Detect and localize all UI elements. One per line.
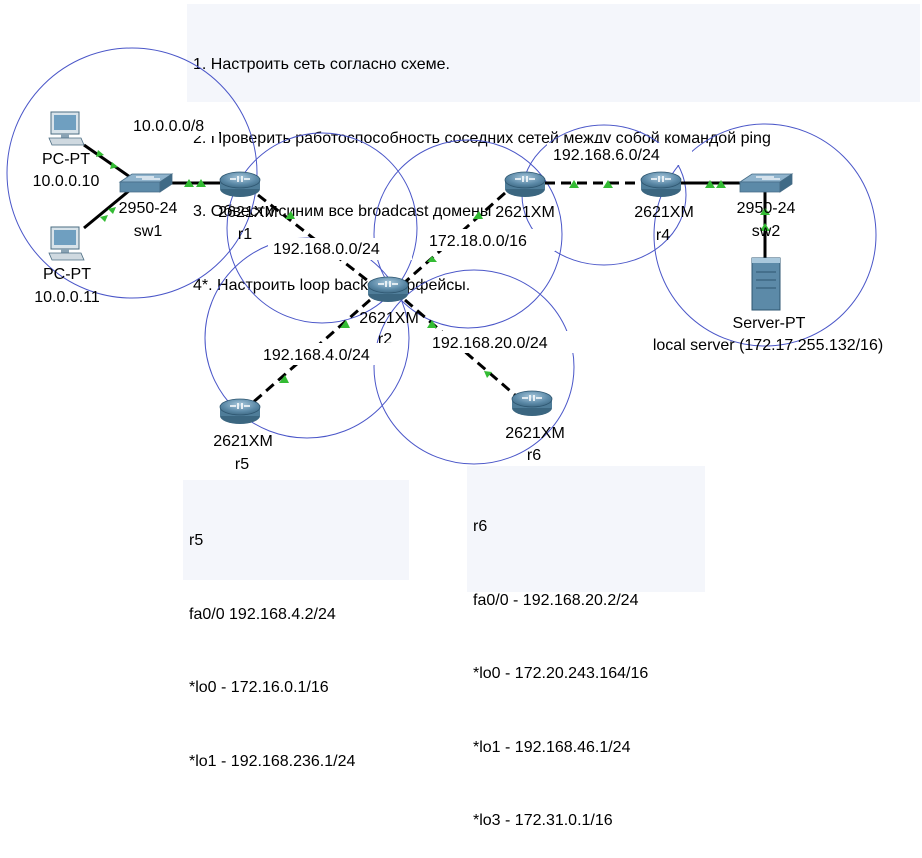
domain-circle-net1 (6, 47, 258, 299)
network-label-net6: 192.168.20.0/24 (432, 335, 548, 352)
r1-name-label: r1 (238, 226, 252, 243)
link-up-indicator (285, 211, 295, 219)
server-name-label: local server (172.17.255.132/16) (653, 337, 883, 354)
router-icon[interactable] (367, 276, 409, 303)
domain-circle-net2 (226, 132, 418, 324)
link-up-indicator (427, 256, 437, 262)
network-label-net4: 192.168.6.0/24 (553, 147, 660, 164)
r6-note-line: *lo1 - 192.168.46.1/24 (473, 738, 631, 756)
sw2-name-label: sw2 (752, 223, 781, 240)
link-up-indicator (569, 180, 579, 188)
link-status-indicators (96, 150, 770, 383)
r5-note-title: r5 (189, 532, 204, 549)
network-label-net1: 10.0.0.0/8 (133, 118, 204, 135)
router-icon[interactable] (219, 171, 261, 198)
domain-circle-net6 (373, 269, 575, 465)
pc2-address-label: 10.0.0.11 (34, 289, 100, 306)
domain-circle-sw2 (653, 123, 877, 347)
r5-note-line: fa0/0 192.168.4.2/24 (189, 605, 336, 623)
r5-name-label: r5 (235, 456, 249, 473)
link-up-indicator (705, 180, 715, 188)
link-up-indicator (427, 320, 437, 328)
link-up-indicator (340, 320, 350, 328)
link-r2-r5 (249, 298, 371, 407)
router-icon[interactable] (640, 171, 682, 198)
switch-icon[interactable] (739, 173, 793, 193)
r6-note-line: fa0/0 - 192.168.20.2/24 (473, 591, 639, 609)
link-up-indicator (760, 223, 770, 231)
link-up-indicator (760, 207, 770, 215)
link-up-indicator (184, 179, 194, 187)
pc1-address-label: 10.0.0.10 (33, 173, 100, 190)
r6-note-line: *lo0 - 172.20.243.164/16 (473, 665, 649, 682)
router-icon[interactable] (219, 398, 261, 425)
network-label-net5: 192.168.4.0/24 (263, 347, 370, 364)
link-pc1-sw1 (83, 143, 131, 179)
link-pc2-sw1 (83, 188, 131, 230)
sw1-type-label: 2950-24 (119, 200, 178, 217)
sw2-type-label: 2950-24 (737, 200, 796, 217)
r1-type-label: 2621XM (218, 204, 278, 221)
link-up-indicator (473, 211, 483, 219)
pc2-type-label: PC-PT (43, 266, 91, 283)
link-up-indicator (279, 375, 289, 383)
network-label-net3: 172.18.0.0/16 (429, 233, 527, 250)
r6-name-label: r6 (527, 447, 541, 464)
pc-icon[interactable] (48, 226, 85, 261)
r5-interface-note: r5 fa0/0 192.168.4.2/24 *lo0 - 172.16.0.… (183, 480, 409, 770)
link-up-indicator (96, 150, 104, 157)
link-up-indicator (484, 371, 492, 378)
task-item-1: 1. Настроить сеть согласно схеме. (193, 56, 450, 73)
r6-type-label: 2621XM (505, 425, 565, 442)
r4-type-label: 2621XM (634, 204, 694, 221)
r5-note-line: *lo1 - 192.168.236.1/24 (189, 752, 356, 770)
r5-note-line: *lo0 - 172.16.0.1/16 (189, 679, 329, 696)
switch-icon[interactable] (119, 173, 173, 193)
domain-circle-net3 (373, 139, 563, 329)
r2-type-label: 2621XM (359, 310, 419, 327)
r6-note-line: *lo3 - 172.31.0.1/16 (473, 812, 613, 829)
task-item-3: 3. Обвести синим все broadcast домены (193, 203, 492, 220)
link-up-indicator (108, 207, 116, 214)
link-up-indicator (603, 180, 613, 188)
r5-type-label: 2621XM (213, 433, 273, 450)
server-type-label: Server-PT (733, 315, 806, 332)
link-up-indicator (100, 215, 108, 222)
r6-note-title: r6 (473, 518, 488, 535)
broadcast-domains (6, 47, 877, 465)
router-icon[interactable] (511, 390, 553, 417)
r6-interface-note: r6 fa0/0 - 192.168.20.2/24 *lo0 - 172.20… (467, 466, 705, 829)
r3-type-label: 2621XM (495, 204, 555, 221)
task-item-2: 2. Проверить работоспособность соседних … (193, 129, 771, 147)
link-up-indicator (196, 179, 206, 187)
r4-name-label: r4 (656, 227, 670, 244)
router-icon[interactable] (504, 171, 546, 198)
link-up-indicator (716, 180, 726, 188)
network-topology: PC-PT 10.0.0.10 PC-PT 10.0.0.11 2950-24 … (6, 47, 883, 473)
task-list: 1. Настроить сеть согласно схеме. 2. Про… (187, 4, 920, 294)
server-icon[interactable] (751, 257, 781, 311)
pc-icon[interactable] (48, 111, 85, 146)
link-up-indicator (110, 162, 118, 169)
pc1-type-label: PC-PT (42, 151, 90, 168)
network-label-net2: 192.168.0.0/24 (273, 241, 380, 258)
sw1-name-label: sw1 (134, 223, 163, 240)
